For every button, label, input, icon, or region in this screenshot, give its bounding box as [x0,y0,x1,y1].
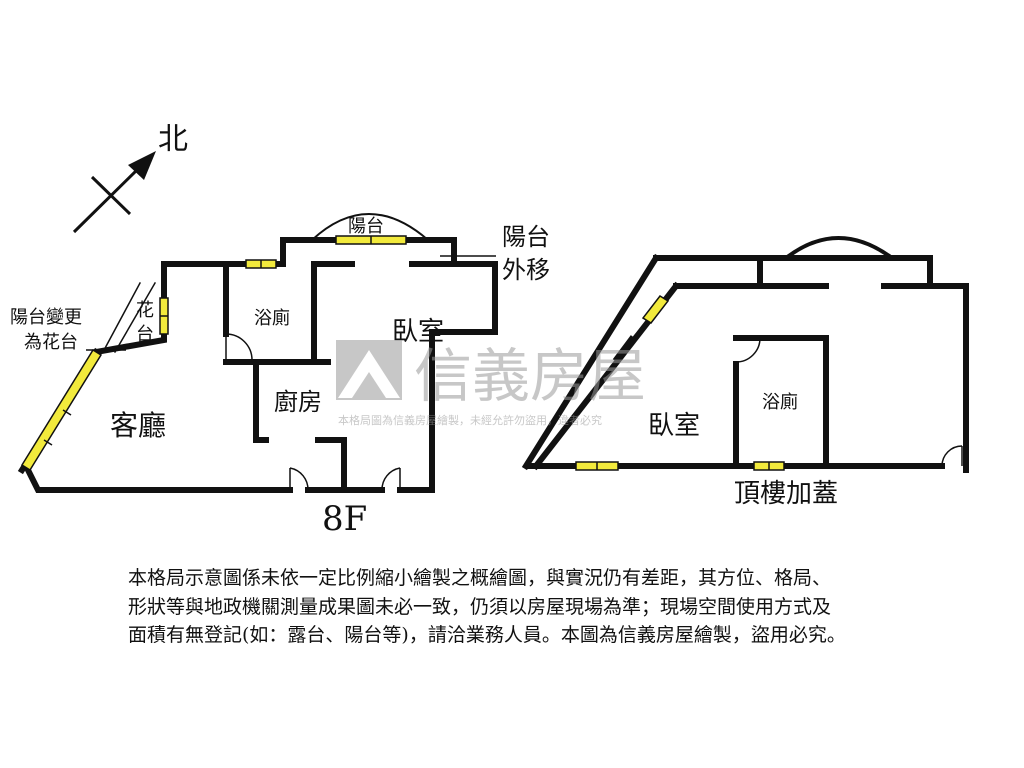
balcony-to-planter-line2: 為花台 [24,332,78,353]
watermark-fine-print: 本格局圖為信義房屋繪製，未經允許勿盜用，違者必究 [338,413,602,427]
planter-label-char2: 台 [136,324,154,345]
wall-kitchen-bottom [315,437,347,493]
watermark-brand: 信義房屋 [414,342,646,410]
planter-line [101,281,142,354]
balcony-to-planter-line1: 陽台變更 [10,307,82,328]
door-swing-icon [941,445,963,467]
watermark-logo-icon [336,340,402,400]
north-arrow-icon [128,151,156,180]
window-dividers-rooftop [596,462,770,470]
disclaimer-line: 形狀等與地政機關測量成果圖未必一致，仍須以房屋現場為準；現場空間使用方式及 [128,595,832,618]
door-swing-icon [289,467,309,491]
compass: 北 [72,122,188,234]
window-living-slant [20,348,103,472]
balcony-label: 陽台 [348,216,384,237]
wall-kitchen-left [253,359,269,443]
watermark: 信義房屋 本格局圖為信義房屋繪製，未經允許勿盜用，違者必究 [336,340,646,427]
north-label: 北 [158,122,188,157]
room-label-bathroom-rooftop: 浴廁 [762,391,798,413]
window-rooftop-slant [641,295,670,324]
room-label-bedroom-rooftop: 臥室 [648,411,700,441]
wall-rooftop-outer-slant [521,253,661,471]
disclaimer-line: 面積有無登記(如：露台、陽台等)，請洽業務人員。本圖為信義房屋繪製，盜用必究。 [128,624,846,646]
doors-8f [225,333,401,491]
wall-left-8f [92,261,167,356]
disclaimer-line: 本格局示意圖係未依一定比例縮小繪製之概繪圖，與實況仍有差距，其方位、格局、 [128,567,832,589]
doors-rooftop [612,335,963,467]
wall-rooftop-top [653,255,969,473]
door-swing-icon [381,467,401,491]
balcony-moved-note-line1: 陽台 [502,223,550,251]
door-swing-icon [735,337,761,363]
floor-plan-canvas: 北 [10,122,969,539]
floor-caption-rooftop: 頂樓加蓋 [734,479,838,509]
planter-label-char1: 花 [136,300,154,321]
disclaimer: 本格局示意圖係未依一定比例縮小繪製之概繪圖，與實況仍有差距，其方位、格局、 形狀… [128,564,1008,650]
leaders-8f [86,255,496,351]
balcony-arc-8f [310,213,430,242]
door-rooftop-slant [612,335,634,361]
planter-line [113,281,157,354]
window-dividers-8f [43,236,372,446]
door-swing-icon [225,333,253,361]
wall-rooftop-bath [733,335,829,469]
room-label-living-room: 客廳 [110,409,166,442]
floor-caption-8f: 8F [322,499,367,539]
plan-8f [17,213,498,493]
rooftop-dome [783,236,895,261]
balcony-moved-note-line2: 外移 [502,256,550,284]
room-label-kitchen: 廚房 [274,388,322,416]
room-label-bathroom-8f: 浴廁 [254,307,290,329]
